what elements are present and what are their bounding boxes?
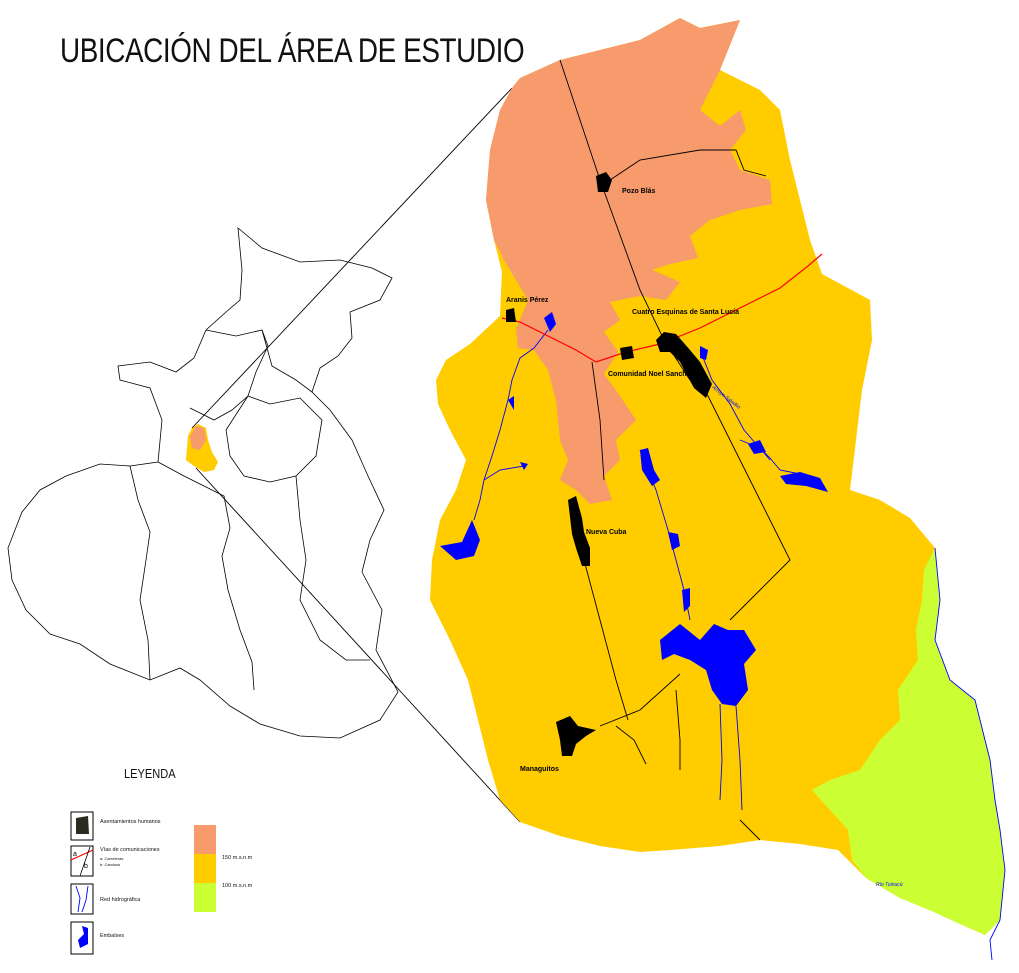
reservoir <box>640 448 660 486</box>
page-title: UBICACIÓN DEL ÁREA DE ESTUDIO <box>60 32 525 70</box>
legend-symbols: a b <box>70 811 94 955</box>
river <box>739 439 771 461</box>
legend-elev-100: 100 m.s.n.m <box>222 883 253 889</box>
municipality-border <box>261 329 313 393</box>
river <box>934 547 1006 961</box>
reservoir <box>660 624 756 706</box>
reservoir <box>700 346 708 360</box>
settlement-nueva-cuba <box>568 496 590 566</box>
reservoir <box>508 396 514 410</box>
settlement-aranis-perez <box>506 308 516 322</box>
settlement-noel-sancho <box>620 346 634 360</box>
legend-elev-150: 150 m.s.n.m <box>222 855 253 861</box>
settlement-cuatro-esquinas <box>656 332 712 398</box>
settlement-managuitos <box>556 716 596 756</box>
legend-roads-b: b: Caminos <box>100 862 121 867</box>
river-legend-icon <box>75 885 89 913</box>
legend-swatch-highland <box>194 825 216 854</box>
legend-swatch-lowland <box>194 883 216 912</box>
elevation-below-100-zone <box>812 548 1005 935</box>
main-road <box>501 253 823 363</box>
road-legend-icon <box>70 849 94 861</box>
river <box>639 449 691 621</box>
road-legend-letter-b: b <box>84 863 88 870</box>
province-outline <box>7 227 399 739</box>
municipality-border <box>189 329 269 421</box>
reservoir <box>440 520 480 560</box>
legend-roads: Vías de comunicaciones <box>100 847 160 853</box>
label-rio-tuinucu: Río Tuinucú <box>876 882 903 888</box>
label-cuatro-esquinas: Cuatro Esquinas de Santa Lucía <box>632 309 739 316</box>
river-network <box>473 329 1006 961</box>
label-aranis-perez: Aranis Pérez <box>506 297 549 304</box>
settlement-pozo-blas <box>596 172 612 192</box>
path <box>615 725 647 765</box>
path <box>699 379 791 621</box>
settlement-legend-icon <box>76 816 89 834</box>
river <box>719 703 723 801</box>
reservoir-legend-icon <box>78 926 88 948</box>
connector-lines <box>191 87 521 823</box>
legend-reservoirs: Embalses <box>100 933 125 939</box>
label-nueva-cuba: Nueva Cuba <box>586 529 627 536</box>
municipality-border <box>225 395 323 483</box>
legend-roads-a: a: Carreteras <box>100 856 124 861</box>
river <box>473 465 525 521</box>
path <box>675 689 681 770</box>
province-map <box>7 227 399 739</box>
path <box>603 149 767 185</box>
small-study-area <box>186 424 218 472</box>
legend-title: LEYENDA <box>124 766 176 781</box>
river <box>735 705 743 811</box>
river <box>483 329 549 481</box>
label-managuitos: Managuitos <box>520 766 559 773</box>
municipality-border <box>157 461 255 691</box>
reservoir <box>780 472 828 492</box>
river <box>699 349 801 475</box>
legend-swatch-midland <box>194 854 216 883</box>
reservoir <box>668 532 680 550</box>
path <box>583 559 629 721</box>
label-noel-sancho: Comunidad Noel Sancho <box>608 371 691 378</box>
municipality-border <box>295 475 370 661</box>
path <box>599 673 681 727</box>
settlements <box>506 172 712 756</box>
road-legend-letter-a: a <box>73 851 77 858</box>
reservoir <box>544 312 556 332</box>
label-pozo-blas: Pozo Blás <box>622 188 656 195</box>
municipality-border <box>129 465 151 681</box>
path <box>739 819 761 841</box>
legend-settlements: Asentamientos humanos <box>100 819 161 825</box>
legend-hydro: Red hidrográfica <box>100 897 141 903</box>
path <box>591 361 605 481</box>
